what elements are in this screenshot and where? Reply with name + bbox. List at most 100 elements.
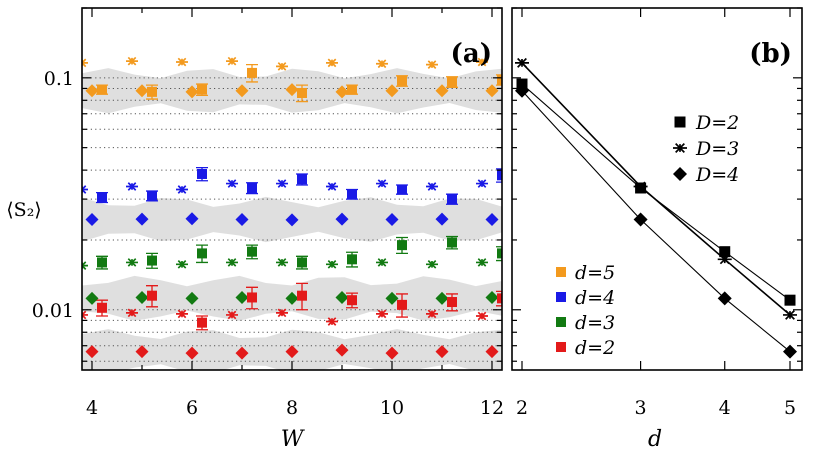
- point-asterisk: [226, 258, 238, 267]
- point-asterisk: [126, 56, 138, 66]
- point-asterisk-stroke: [426, 182, 438, 191]
- point-asterisk: [326, 58, 338, 68]
- point-asterisk-stroke: [476, 57, 488, 67]
- point-asterisk: [476, 311, 488, 321]
- point-square: [247, 67, 257, 78]
- point-asterisk: [276, 308, 288, 318]
- point-asterisk-stroke: [176, 185, 188, 194]
- point-diamond: [285, 291, 299, 305]
- panel-a-label: (a): [451, 39, 492, 69]
- point-diamond: [435, 345, 449, 359]
- point-asterisk-stroke: [226, 258, 238, 267]
- point-asterisk-stroke: [276, 308, 288, 318]
- legend-swatch: [556, 317, 566, 327]
- point-square: [447, 76, 457, 87]
- b-point-asterisk-stroke: [515, 57, 529, 68]
- legend-marker-diamond: [673, 167, 687, 181]
- point-diamond: [385, 213, 399, 227]
- point-diamond: [135, 84, 149, 98]
- point-square: [397, 240, 407, 251]
- point-diamond: [435, 84, 449, 98]
- point-diamond: [485, 345, 499, 359]
- point-asterisk: [176, 260, 188, 269]
- point-asterisk: [376, 258, 388, 267]
- point-diamond: [285, 83, 299, 97]
- point-diamond: [435, 291, 449, 305]
- b-point-diamond: [783, 344, 797, 359]
- point-asterisk-stroke: [476, 311, 488, 321]
- point-square: [497, 74, 502, 85]
- point-asterisk: [226, 56, 238, 66]
- point-asterisk: [226, 310, 238, 320]
- point-asterisk-stroke: [376, 179, 388, 188]
- point-asterisk: [176, 185, 188, 194]
- legend-swatch: [556, 267, 566, 277]
- point-diamond: [185, 212, 199, 226]
- point-square: [397, 299, 407, 310]
- point-square: [197, 317, 207, 328]
- axis-text: (a) (b) W d ⟨S₂⟩: [6, 39, 792, 452]
- legend-label: d=5: [575, 262, 615, 284]
- series-line-D=3: [521, 62, 791, 316]
- point-square: [147, 190, 157, 201]
- point-square: [347, 84, 357, 95]
- point-asterisk-stroke: [426, 260, 438, 269]
- panel-b-lines: [521, 62, 791, 353]
- point-diamond: [85, 291, 99, 305]
- point-square: [97, 84, 107, 95]
- point-asterisk: [376, 179, 388, 188]
- x-tick-label: 10: [380, 397, 404, 419]
- point-asterisk-stroke: [126, 308, 138, 318]
- legend-label: D=3: [695, 138, 739, 160]
- errorbar: [496, 246, 502, 262]
- point-square: [97, 257, 107, 268]
- point-diamond: [485, 84, 499, 98]
- point-asterisk: [176, 309, 188, 319]
- point-diamond: [485, 290, 499, 304]
- point-asterisk: [376, 59, 388, 69]
- panel-a-points: [82, 56, 502, 360]
- b-point-asterisk: [783, 310, 797, 320]
- point-diamond: [285, 345, 299, 359]
- point-diamond: [85, 345, 99, 359]
- point-asterisk: [276, 62, 288, 71]
- b-point-diamond: [633, 212, 648, 227]
- point-square: [247, 182, 257, 193]
- point-diamond: [335, 85, 349, 99]
- point-asterisk-stroke: [176, 309, 188, 319]
- point-diamond: [385, 84, 399, 98]
- point-square: [147, 290, 157, 301]
- point-square: [397, 75, 407, 86]
- point-asterisk: [176, 57, 188, 67]
- point-square: [197, 168, 207, 179]
- point-square: [297, 257, 307, 268]
- panel-b-label: (b): [749, 39, 792, 69]
- y-tick-label: 0.01: [32, 300, 74, 322]
- errorbar: [496, 74, 502, 86]
- errorbar: [496, 290, 502, 307]
- x-tick-label: 5: [784, 397, 796, 419]
- point-asterisk-stroke: [126, 56, 138, 66]
- point-asterisk: [326, 182, 338, 191]
- point-square: [497, 170, 502, 181]
- point-asterisk-stroke: [226, 310, 238, 320]
- point-square: [497, 248, 502, 259]
- point-asterisk: [426, 60, 438, 69]
- point-asterisk: [476, 258, 488, 267]
- b-point-square: [719, 246, 731, 258]
- point-diamond: [285, 213, 299, 227]
- point-asterisk-stroke: [376, 59, 388, 69]
- point-asterisk-stroke: [376, 309, 388, 319]
- legend-label: d=2: [575, 337, 615, 359]
- b-point-diamond: [515, 83, 529, 98]
- point-asterisk: [476, 57, 488, 67]
- legend-swatch: [556, 342, 566, 352]
- point-diamond: [135, 290, 149, 304]
- x-tick-label: 4: [719, 397, 731, 419]
- x-tick-label: 3: [635, 397, 647, 419]
- point-asterisk-stroke: [176, 260, 188, 269]
- point-asterisk-stroke: [126, 258, 138, 267]
- point-asterisk: [126, 308, 138, 318]
